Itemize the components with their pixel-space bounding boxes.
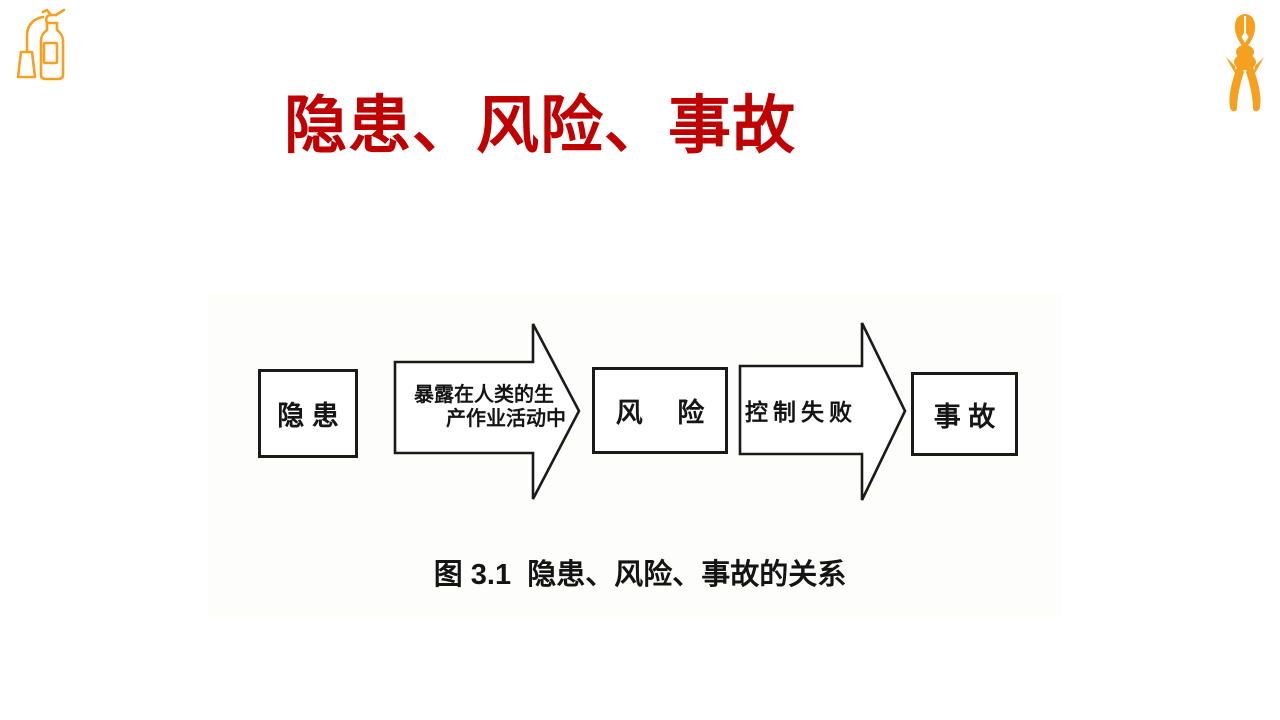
arrow-exposure-label-line2: 产作业活动中 bbox=[446, 408, 566, 430]
diagram-box-accident: 事 故 bbox=[911, 372, 1018, 456]
arrow-control-failure-label-text: 控制失败 bbox=[745, 399, 857, 425]
diagram-box-risk: 风 险 bbox=[592, 367, 728, 454]
arrow-control-failure-label: 控制失败 bbox=[741, 367, 861, 453]
figure-caption: 图 3.1 隐患、风险、事故的关系 bbox=[433, 559, 847, 591]
fire-extinguisher-icon bbox=[16, 8, 66, 81]
arrow-exposure-label-line1: 暴露在人类的生 bbox=[414, 384, 554, 406]
arrow-control-failure bbox=[738, 322, 907, 501]
page-title: 隐患、风险、事故 bbox=[284, 91, 796, 161]
diagram-box-hidden-danger: 隐 患 bbox=[258, 369, 358, 458]
arrow-exposure bbox=[393, 323, 581, 500]
arrow-exposure-label: 暴露在人类的生 产作业活动中 bbox=[398, 363, 570, 451]
pliers-icon bbox=[1226, 14, 1264, 112]
